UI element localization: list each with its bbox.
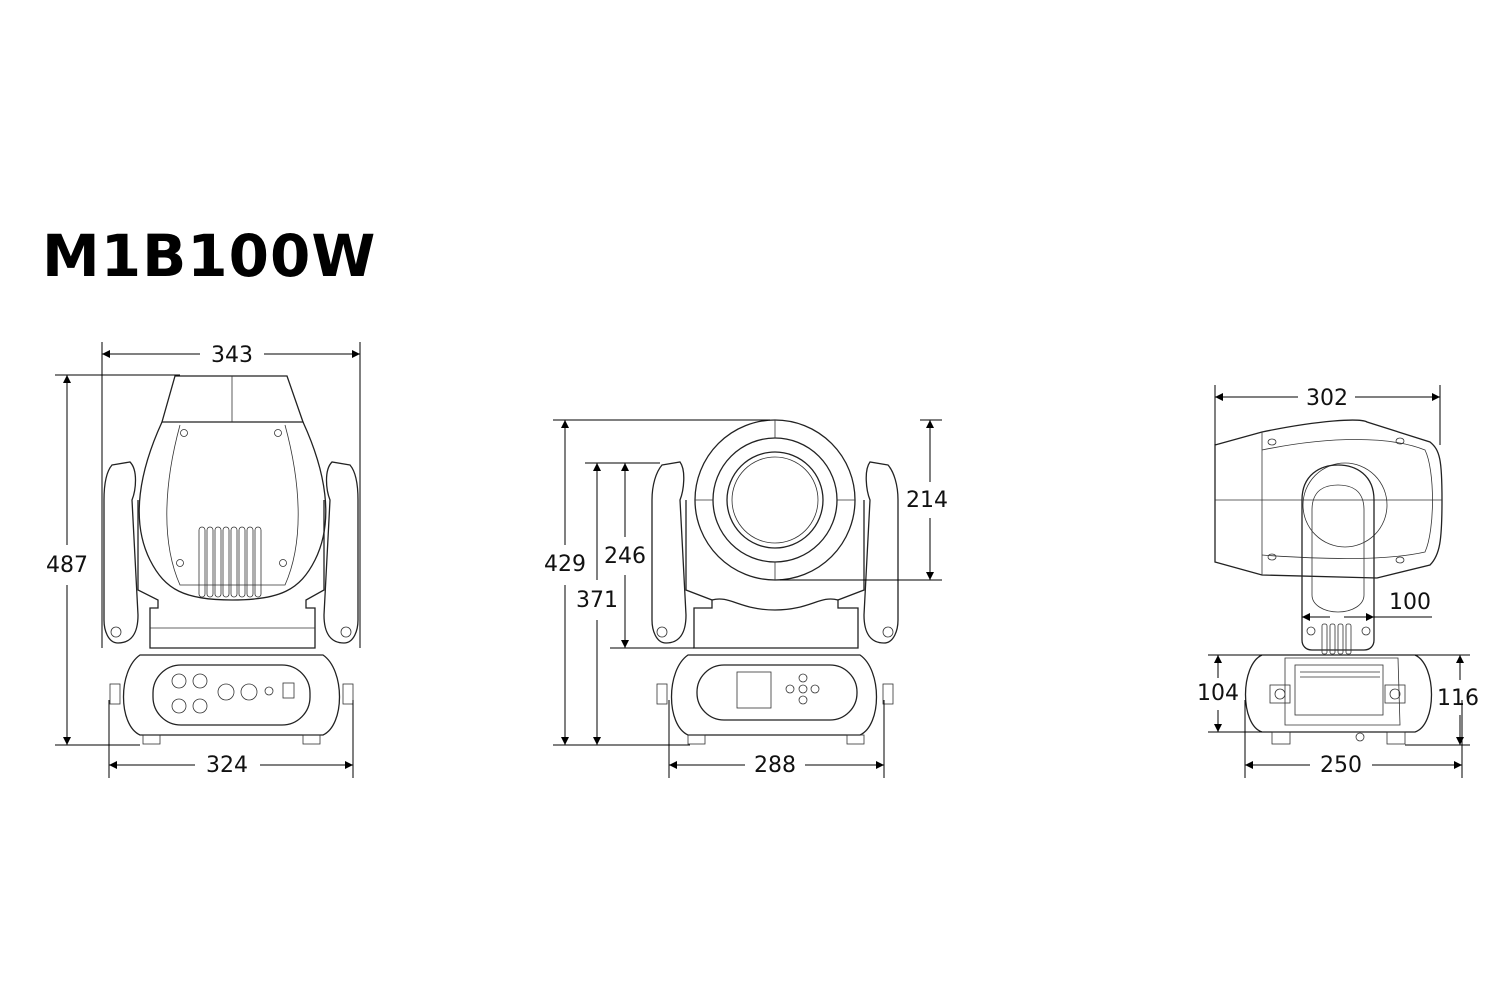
rear-yoke-right-arm (863, 461, 899, 644)
front-dimensions: 343 487 324 (46, 342, 361, 778)
rear-display (736, 671, 772, 709)
front-view (103, 375, 359, 745)
dim-side-base-depth: 250 (1320, 753, 1362, 778)
front-base (122, 654, 341, 736)
rear-buttons (785, 673, 820, 705)
dim-rear-head-height: 214 (906, 488, 948, 513)
front-yoke-right-arm (323, 461, 359, 644)
side-view (1214, 419, 1443, 745)
dim-front-height: 487 (46, 553, 88, 578)
rear-yoke-left-arm (651, 461, 687, 644)
model-title: M1B100W (42, 222, 377, 290)
front-head-top (161, 375, 304, 423)
front-yoke-left-arm (103, 461, 139, 644)
rear-head-outer (694, 419, 856, 581)
side-base (1244, 654, 1433, 733)
side-heatsink (1321, 623, 1352, 655)
front-head-body (138, 421, 327, 601)
dim-rear-tilt-axis-height: 371 (576, 588, 618, 613)
dim-rear-yoke-height: 246 (604, 544, 646, 569)
dim-rear-width-base: 288 (754, 753, 796, 778)
front-connectors (171, 673, 295, 714)
rear-yoke-base (685, 500, 865, 649)
dim-side-head-length: 302 (1306, 386, 1348, 411)
front-connector-panel (152, 664, 311, 726)
rear-base (670, 654, 878, 736)
rear-lens (726, 451, 824, 549)
rear-control-panel (696, 664, 858, 721)
dim-side-arm-width: 100 (1389, 590, 1431, 615)
side-head (1214, 419, 1443, 579)
front-yoke-base (137, 500, 325, 649)
dim-front-width-top: 343 (211, 343, 253, 368)
rear-view (651, 419, 899, 745)
dim-rear-total-height: 429 (544, 552, 586, 577)
front-heatsink (198, 526, 262, 598)
dim-side-base-height: 104 (1197, 681, 1239, 706)
dim-side-base-height-feet: 116 (1437, 686, 1479, 711)
side-dimensions: 302 100 104 116 250 (1197, 385, 1479, 778)
rear-dimensions: 429 371 246 214 288 (544, 419, 948, 778)
side-yoke-arm (1301, 464, 1375, 651)
dim-front-width-base: 324 (206, 753, 248, 778)
